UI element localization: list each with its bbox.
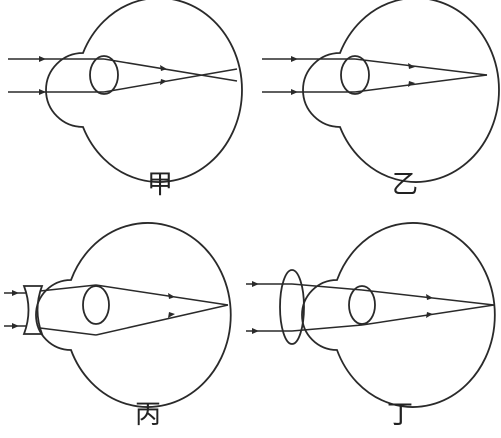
refracted-ray-upper (103, 58, 238, 82)
eyeball-outline (45, 0, 243, 183)
arrow-head (160, 79, 167, 85)
diverged-ray-upper (39, 284, 97, 292)
arrow-head (426, 312, 433, 318)
eyeball-outline (301, 222, 496, 408)
refracted-ray-lower (354, 74, 488, 93)
concave-lens (22, 285, 44, 335)
panel-jia-eye (8, 0, 243, 183)
arrow-head (291, 56, 298, 62)
arrow-head (39, 89, 46, 95)
eye-lens (340, 55, 370, 95)
refracted-ray-upper (354, 58, 488, 76)
refracted-ray-upper (95, 284, 229, 306)
panel-bing-eye (4, 222, 232, 408)
arrow-head (168, 293, 175, 299)
convex-lens (279, 269, 305, 345)
arrow-head (252, 328, 259, 334)
arrow-head (168, 312, 175, 318)
arrow-head (426, 294, 433, 300)
arrow-head (12, 290, 19, 296)
eyeball-outline (302, 0, 500, 183)
converged-ray-lower (291, 324, 363, 332)
eye-lens (82, 285, 110, 325)
panel-ding-eye (246, 222, 496, 408)
eye-lens (89, 55, 119, 95)
panel-yi-eye (262, 0, 500, 183)
panel-label-jia: 甲 (146, 170, 174, 200)
panel-label-ding: 丁 (386, 400, 414, 430)
panel-label-bing: 丙 (134, 400, 162, 430)
arrow-head (39, 56, 46, 62)
eyeball-outline (35, 222, 232, 408)
arrow-head (408, 63, 415, 69)
arrow-head (408, 81, 415, 87)
refracted-ray-lower (95, 304, 229, 336)
arrow-head (160, 65, 167, 71)
arrow-head (12, 323, 19, 329)
refracted-ray-lower (103, 68, 238, 93)
converged-ray-upper (291, 283, 363, 291)
arrow-head (252, 281, 259, 287)
panel-label-yi: 乙 (391, 170, 419, 200)
diverged-ray-lower (39, 327, 97, 336)
eye-lens (348, 285, 376, 325)
arrow-head (291, 89, 298, 95)
